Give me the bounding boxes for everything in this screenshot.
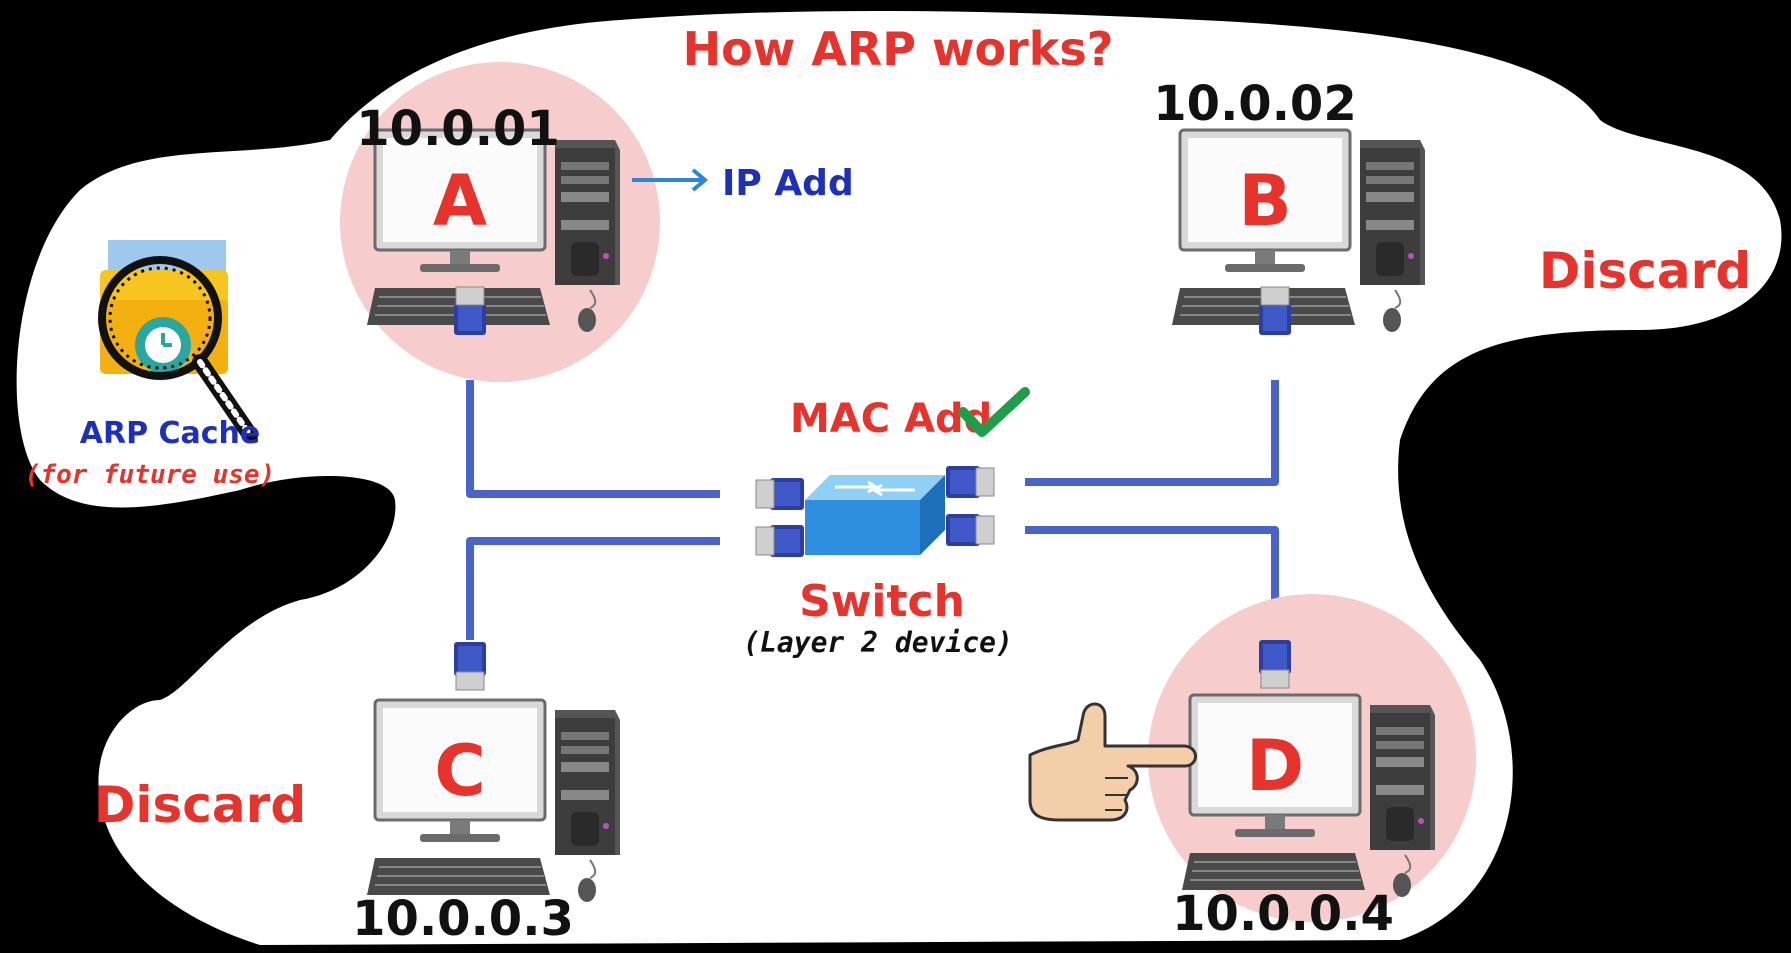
computer-a-connector [453, 286, 487, 336]
pointing-hand-icon [1028, 702, 1197, 822]
magnifier-icon [98, 256, 258, 443]
switch-label: Switch [799, 576, 965, 627]
mac-label: MAC Add [790, 396, 992, 442]
computer-d-ip: 10.0.0.4 [1172, 886, 1394, 942]
diagram-title: How ARP works? [683, 22, 1114, 76]
switch-device [805, 475, 945, 555]
ip-pointer-label: IP Add [722, 163, 854, 204]
computer-a-label: A [433, 160, 487, 242]
arp-cache-sublabel: (for future use) [25, 460, 275, 490]
clock-icon [135, 317, 191, 373]
arp-cache-label: ARP Cache [80, 416, 261, 451]
computer-a-ip: 10.0.01 [356, 101, 559, 157]
computer-b-ip: 10.0.02 [1153, 76, 1356, 132]
switch-sublabel: (Layer 2 device) [743, 626, 1013, 659]
computer-b-status: Discard [1539, 242, 1751, 300]
computer-b: B [1170, 128, 1427, 334]
computer-c: C [365, 698, 622, 904]
computer-d: D [1180, 693, 1437, 899]
computer-d-connector [1258, 639, 1292, 689]
computer-c-status: Discard [94, 776, 306, 834]
computer-c-connector [453, 641, 487, 691]
computer-b-label: B [1238, 160, 1291, 242]
arrow-right-icon [632, 168, 709, 192]
checkmark-icon [958, 387, 1030, 437]
network-cables [466, 380, 1279, 640]
computer-b-connector [1258, 286, 1292, 336]
computer-d-label: D [1246, 725, 1304, 807]
computer-a: A [365, 128, 622, 334]
computer-c-ip: 10.0.0.3 [352, 891, 574, 947]
computer-c-label: C [434, 730, 485, 812]
